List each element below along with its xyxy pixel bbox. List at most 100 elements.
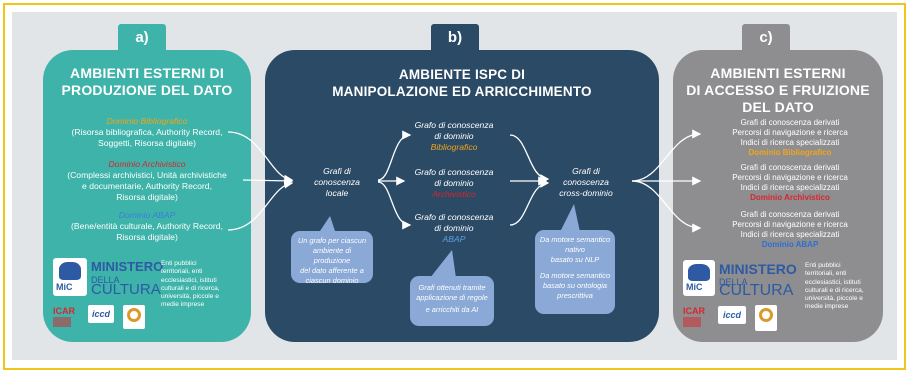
ministero-text: MINISTERO (91, 259, 164, 274)
mic-label: MiC (56, 282, 73, 292)
node-local-3: locale (325, 188, 349, 198)
note-domain-2: applicazione di regole (416, 293, 488, 302)
arrow-local-to-biblio (377, 130, 412, 181)
note-cross-2: nativo (565, 245, 585, 254)
seal-logo-c (755, 305, 777, 331)
note-local-2: ambiente di produzione (312, 246, 352, 265)
domain-biblio-block: Dominio Bibliografico (Risorsa bibliogra… (47, 116, 247, 149)
panel-a-info-6: medie imprese (161, 301, 205, 309)
iccd-logo: iccd (88, 305, 114, 323)
access-biblio-line-3: Indici di ricerca specializzati (740, 138, 840, 147)
node-graph-biblio: Grafo di conoscenza di dominio Bibliogra… (399, 120, 509, 153)
access-archiv-domain: Dominio Archivistico (750, 193, 830, 202)
access-abap-line-1: Grafi di conoscenza derivati (740, 210, 840, 219)
domain-abap-text-1: (Bene/entità culturale, Authority Record… (71, 221, 223, 231)
node-cross-domain: Grafi di conoscenza cross-dominio (541, 166, 631, 199)
domain-archiv-block: Dominio Archivistico (Complessi archivis… (47, 159, 247, 203)
della-text-c: DELLA (719, 277, 748, 287)
domain-archiv-text-1: (Complessi archivistici, Unità archivist… (67, 170, 227, 180)
note-cross-1: Da motore semantico (539, 235, 611, 244)
note-cross-4: Da motore semantico (539, 271, 611, 280)
access-abap-block: Grafi di conoscenza derivati Percorsi di… (703, 210, 877, 250)
node-graph-abap-1: Grafo di conoscenza (414, 212, 494, 222)
panel-a-title-line-2: PRODUZIONE DEL DATO (61, 82, 233, 98)
panel-c-title-line-1: AMBIENTI ESTERNI (710, 65, 846, 81)
note-cross-6: prescrittiva (557, 291, 593, 300)
note-local-tail (318, 216, 336, 234)
ministero-logo-c: MiC MINISTERO DELLA CULTURA (683, 260, 801, 306)
access-abap-line-2: Percorsi di navigazione e ricerca (732, 220, 848, 229)
node-local-graphs: Grafi di conoscenza locale (297, 166, 377, 199)
arrow-cross-to-abap (631, 180, 702, 233)
note-local-graphs: Un grafo per ciascun ambiente di produzi… (291, 231, 373, 285)
tab-c: c) (742, 24, 790, 52)
note-local-4: ciascun dominio (305, 276, 359, 285)
node-graph-archiv: Grafo di conoscenza di dominio Archivist… (399, 167, 509, 200)
mic-emblem-icon-c: MiC (683, 260, 715, 296)
note-local-1: Un grafo per ciascun (297, 236, 367, 245)
arrow-abap-to-local (227, 179, 294, 231)
node-cross-3: cross-dominio (559, 188, 613, 198)
mic-label-c: MiC (686, 282, 703, 292)
node-local-2: conoscenza (314, 177, 360, 187)
access-biblio-line-1: Grafi di conoscenza derivati (740, 118, 840, 127)
domain-archiv-label: Dominio Archivistico (108, 159, 186, 169)
panel-c-info-1: Enti pubblici (805, 262, 841, 269)
panel-c-info: Enti pubblici territoriali, enti ecclesi… (805, 262, 864, 312)
node-graph-biblio-2: di dominio (434, 131, 474, 141)
access-biblio-block: Grafi di conoscenza derivati Percorsi di… (703, 118, 877, 158)
panel-production: AMBIENTI ESTERNI DI PRODUZIONE DEL DATO … (43, 50, 251, 342)
icar-logo-c: ICAR (683, 306, 709, 328)
panel-c-info-6: medie imprese (805, 303, 849, 311)
panel-c-title-line-2: DI ACCESSO E FRUIZIONE (686, 82, 870, 98)
panel-access: AMBIENTI ESTERNI DI ACCESSO E FRUIZIONE … (673, 50, 883, 342)
cultura-text-c: CULTURA (719, 282, 794, 299)
seal-logo (123, 305, 145, 329)
node-graph-biblio-3: Bibliografico (430, 142, 478, 152)
panel-c-info-5: università, piccole e (805, 295, 863, 303)
access-archiv-block: Grafi di conoscenza derivati Percorsi di… (703, 163, 877, 203)
iccd-text: iccd (91, 309, 110, 319)
icar-text: ICAR (53, 306, 75, 316)
icar-logo: ICAR (53, 306, 77, 328)
panel-a-info-1: Enti pubblici (161, 260, 197, 267)
note-cross-domain: Da motore semantico nativo basato su NLP… (535, 230, 615, 314)
access-archiv-line-1: Grafi di conoscenza derivati (740, 163, 840, 172)
node-graph-archiv-2: di dominio (434, 178, 474, 188)
node-graph-abap: Grafo di conoscenza di dominio ABAP (399, 212, 509, 245)
note-domain-1: Grafi ottenuti tramite (418, 283, 486, 292)
arrow-cross-to-biblio (631, 129, 702, 182)
note-domain-graphs: Grafi ottenuti tramite applicazione di r… (410, 276, 494, 326)
panel-a-info-2: territoriali, enti (161, 268, 203, 276)
panel-b-title-line-1: AMBIENTE ISPC DI (398, 67, 526, 82)
domain-biblio-label: Dominio Bibliografico (106, 116, 188, 126)
node-graph-abap-2: di dominio (434, 223, 474, 233)
domain-abap-label: Dominio ABAP (118, 210, 176, 220)
note-cross-5: basato su ontologia (542, 281, 608, 290)
access-abap-line-3: Indici di ricerca specializzati (740, 230, 840, 239)
note-domain-tail (430, 250, 456, 278)
access-archiv-line-3: Indici di ricerca specializzati (740, 183, 840, 192)
access-abap-domain: Dominio ABAP (761, 240, 819, 249)
domain-abap-text-2: Risorsa digitale) (116, 232, 178, 242)
domain-biblio-text-2: Soggetti, Risorsa digitale) (98, 138, 196, 148)
node-cross-2: conoscenza (563, 177, 609, 187)
node-local-1: Grafi di (323, 166, 351, 176)
node-graph-archiv-1: Grafo di conoscenza (414, 167, 494, 177)
node-graph-abap-3: ABAP (442, 234, 466, 244)
domain-archiv-text-3: Risorsa digitale) (116, 192, 178, 202)
note-domain-3: e arricchiti da AI (425, 305, 479, 314)
panel-c-title-line-3: DEL DATO (742, 99, 814, 115)
panel-c-info-2: territoriali, enti (805, 270, 847, 278)
panel-a-title: AMBIENTI ESTERNI DI PRODUZIONE DEL DATO (43, 65, 251, 99)
panel-c-info-4: culturali e di ricerca, (805, 286, 864, 294)
panel-c-info-3: ecclesiastici, istituti (805, 278, 861, 286)
arrow-local-to-abap (377, 181, 412, 230)
node-graph-archiv-3: Archivistico (432, 189, 476, 199)
panel-b-title-line-2: MANIPOLAZIONE ED ARRICCHIMENTO (332, 84, 592, 99)
panel-a-info: Enti pubblici territoriali, enti ecclesi… (161, 260, 220, 310)
ministero-text-c: MINISTERO (719, 261, 797, 277)
arrow-abap-to-cross (509, 178, 550, 226)
arrow-archiv-to-local (242, 176, 294, 186)
access-biblio-domain: Dominio Bibliografico (748, 148, 832, 157)
